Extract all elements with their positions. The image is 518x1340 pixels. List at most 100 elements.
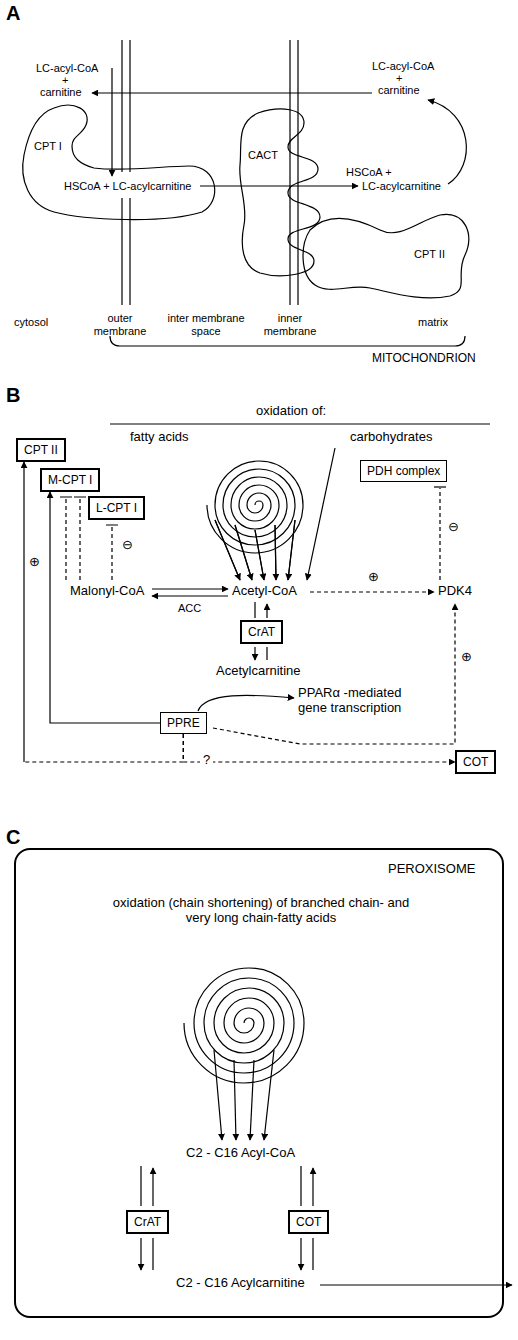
enzyme-box: CrAT: [126, 1210, 169, 1234]
metabolite-label: carnitine: [378, 84, 420, 97]
panel-letter: C: [6, 826, 20, 849]
ppre-pdk4-arrow: [213, 604, 455, 744]
acc-arrow: [152, 588, 228, 589]
region-label: inner membrane: [262, 312, 318, 337]
node-label: PPRE: [167, 716, 200, 730]
sign-label: ⊕: [368, 570, 379, 585]
node-label: COT: [296, 1215, 321, 1229]
enzyme-box: CPT II: [16, 438, 66, 462]
panel-b-art: [60, 424, 490, 744]
activation-arrow: [310, 591, 434, 592]
node-label: PEROXISOME: [388, 862, 475, 877]
blob-outline: [300, 200, 475, 300]
metabolite-label: HSCoA + LC-acylcarnitine: [64, 180, 191, 193]
connector-line: [50, 492, 160, 723]
question-mark: ?: [200, 753, 213, 768]
panel-letter: B: [6, 384, 20, 407]
metabolite-label: LC-acyl-CoA: [372, 60, 434, 73]
transcription-arrow: [198, 695, 294, 711]
peroxisome-outline: PEROXISOME oxidation (chain shortening) o…: [14, 848, 504, 1318]
protein-blob: CPT II: [300, 200, 475, 300]
pdk4-inhibition: [439, 488, 440, 580]
metabolite-label: LC-acylcarnitine: [362, 180, 441, 193]
sign-label: ⊕: [29, 555, 40, 570]
element-box: PPRE: [160, 712, 207, 734]
metabolite-label: HSCoA +: [346, 166, 392, 179]
substrate-label: fatty acids: [130, 430, 189, 445]
metabolite-label: Acetylcarnitine: [216, 664, 301, 679]
substrate-label: carbohydrates: [350, 430, 432, 445]
node-label: PDH complex: [367, 464, 440, 478]
oxidation-spiral: [184, 968, 304, 1083]
protein-blob: CPT I: [14, 100, 224, 225]
connector: [50, 492, 160, 723]
heading-label: oxidation of:: [256, 404, 326, 419]
node-label: COT: [463, 755, 488, 769]
bracket: [110, 336, 465, 346]
inner-membrane: [290, 40, 298, 305]
enzyme-label: PDK4: [438, 584, 472, 599]
complex-box: PDH complex: [360, 460, 447, 482]
metabolite-label: carnitine: [40, 86, 82, 99]
connector-line: [24, 734, 183, 762]
plus-sign: +: [62, 74, 68, 87]
enzyme-box: M-CPT I: [40, 468, 100, 492]
protein-blob: CACT: [236, 105, 326, 283]
region-label: inter membrane space: [164, 312, 248, 337]
sign-label: ⊖: [448, 520, 459, 535]
enzyme-box: COT: [288, 1210, 329, 1234]
metabolite-label: Malonyl-CoA: [70, 584, 144, 599]
node-label: CPT II: [414, 248, 445, 261]
panel-c-art: [141, 968, 512, 1285]
inhibition-bar: [434, 486, 446, 487]
spiral-arrow: [214, 1050, 222, 1140]
node-label: CPT II: [24, 443, 58, 457]
node-label: C2 - C16 Acyl-CoA: [186, 1146, 295, 1161]
organelle-label: MITOCHONDRION: [372, 352, 476, 366]
node-label: oxidation (chain shortening) of branched…: [111, 896, 411, 926]
spiral-arrow: [264, 1050, 274, 1140]
blob-path: [240, 109, 320, 276]
metabolite-label: Acetyl-CoA: [232, 584, 297, 599]
blob-outline: [14, 100, 224, 225]
outer-membrane: [122, 40, 130, 305]
pdh-arrow: [307, 448, 335, 580]
sign-label: ⊕: [461, 650, 472, 665]
node-label: CrAT: [134, 1215, 161, 1229]
export-arrow: [320, 1284, 512, 1285]
panel-letter: A: [6, 2, 20, 25]
enzyme-box: CrAT: [240, 620, 283, 644]
plus-sign: +: [396, 72, 402, 85]
cact-arrow: [200, 185, 358, 186]
spiral-arrow: [234, 1060, 236, 1140]
connector-line: [23, 462, 24, 762]
node-label: L-CPT I: [96, 501, 137, 515]
acc-arrow: [152, 595, 228, 596]
cpt2-arrow: [428, 100, 466, 184]
spiral-arrow: [250, 1060, 254, 1140]
node-label: CACT: [248, 149, 278, 162]
node-label: CPT I: [34, 140, 62, 153]
spiral-arrows: [215, 520, 295, 580]
rule: [110, 423, 490, 424]
connector: [183, 734, 455, 762]
panel-a-art: [92, 40, 466, 346]
cpt1-arrow: [111, 68, 112, 176]
carnitine-return-arrow: [92, 92, 372, 93]
connector-line: [183, 734, 455, 762]
region-label: outer membrane: [92, 312, 148, 337]
blob-path: [303, 214, 469, 298]
region-label: cytosol: [14, 316, 48, 329]
region-label: matrix: [418, 316, 448, 329]
process-label: PPARα -mediated gene transcription: [298, 686, 428, 716]
enzyme-label: ACC: [178, 602, 201, 615]
blob-outline: [236, 105, 326, 283]
metabolite-label: LC-acyl-CoA: [36, 62, 98, 75]
enzyme-box: L-CPT I: [88, 496, 145, 520]
enzyme-box: COT: [455, 750, 496, 774]
oxidation-spiral: [207, 461, 303, 553]
blob-path: [23, 105, 215, 219]
node-label: C2 - C16 Acylcarnitine: [176, 1276, 305, 1291]
sign-label: ⊖: [122, 538, 133, 553]
node-label: CrAT: [248, 625, 275, 639]
